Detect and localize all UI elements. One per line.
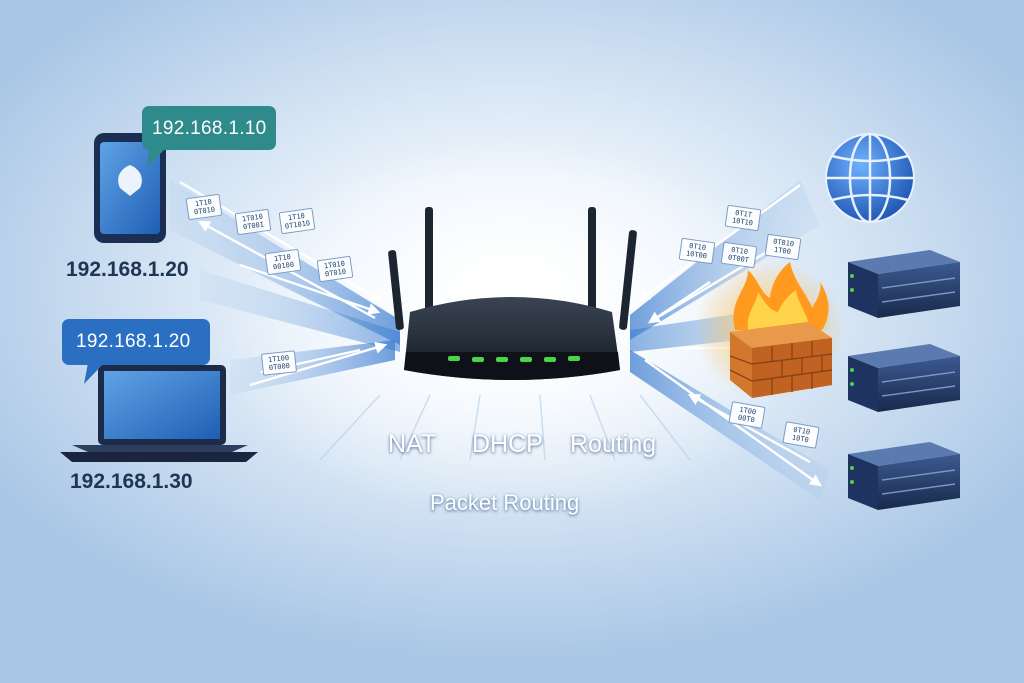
router-icon: [388, 207, 637, 380]
function-label-routing: Routing: [570, 430, 657, 458]
laptop-bubble-ip: 192.168.1.20: [76, 331, 191, 352]
globe-icon: [825, 132, 915, 224]
server-icon: [848, 442, 960, 510]
laptop-icon: [60, 365, 258, 462]
phone-ip-label: 192.168.1.20: [66, 258, 189, 281]
phone-bubble-ip: 192.168.1.10: [152, 118, 267, 139]
laptop-bubble: [62, 319, 210, 384]
server-icon: [848, 250, 960, 318]
server-icon: [848, 344, 960, 412]
function-label-dhcp: DHCP: [472, 430, 543, 458]
firewall-icon: [695, 260, 845, 400]
function-label-nat: NAT: [388, 430, 437, 458]
router-leds: [448, 356, 580, 362]
floor-lines: [319, 394, 691, 461]
laptop-ip-label: 192.168.1.30: [70, 470, 193, 493]
caption-packet-routing: Packet Routing: [430, 490, 580, 515]
phone-bubble: [142, 106, 276, 168]
